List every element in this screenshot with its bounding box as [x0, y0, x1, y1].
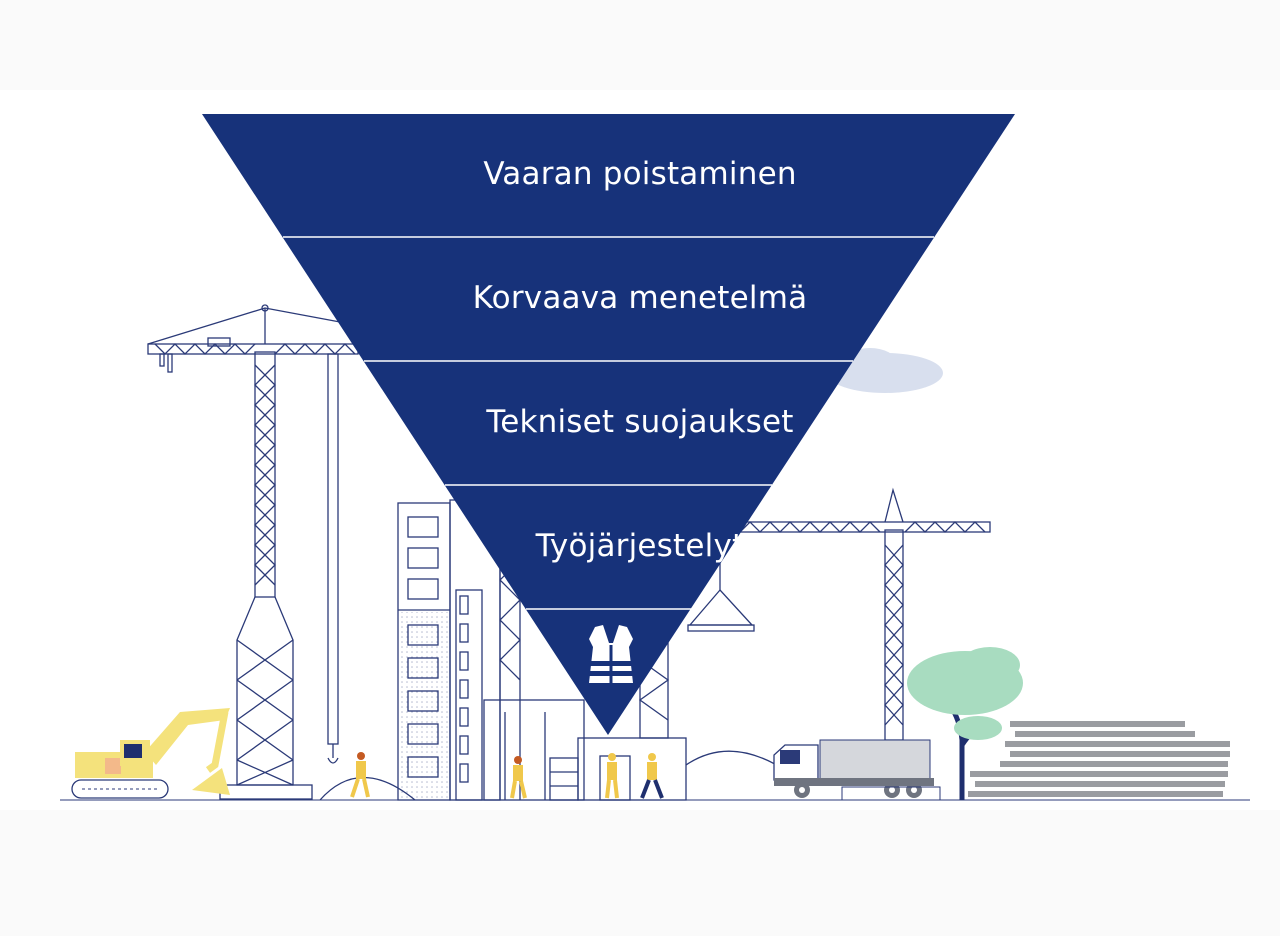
worker-icon — [350, 752, 370, 798]
building-dotted-texture — [398, 612, 450, 800]
level-elimination: Vaaran poistaminen — [483, 156, 797, 192]
steel-pipes-stack — [968, 721, 1230, 797]
truck-icon — [773, 739, 941, 801]
level-substitution: Korvaava menetelmä — [472, 280, 808, 316]
worker-icon — [510, 756, 527, 799]
level-administrative-controls: Työjärjestelyt — [535, 528, 745, 564]
inverted-pyramid — [202, 114, 1015, 735]
tower-crane-right — [687, 487, 991, 741]
excavator-icon — [71, 708, 230, 799]
tree-icon — [907, 647, 1023, 800]
worker-icon — [605, 753, 619, 799]
construction-workers — [350, 752, 664, 799]
safety-vest-icon — [589, 625, 633, 683]
pyramid-shape — [202, 114, 1015, 735]
level-engineering-controls: Tekniset suojaukset — [486, 404, 794, 440]
worker-icon — [640, 753, 664, 799]
